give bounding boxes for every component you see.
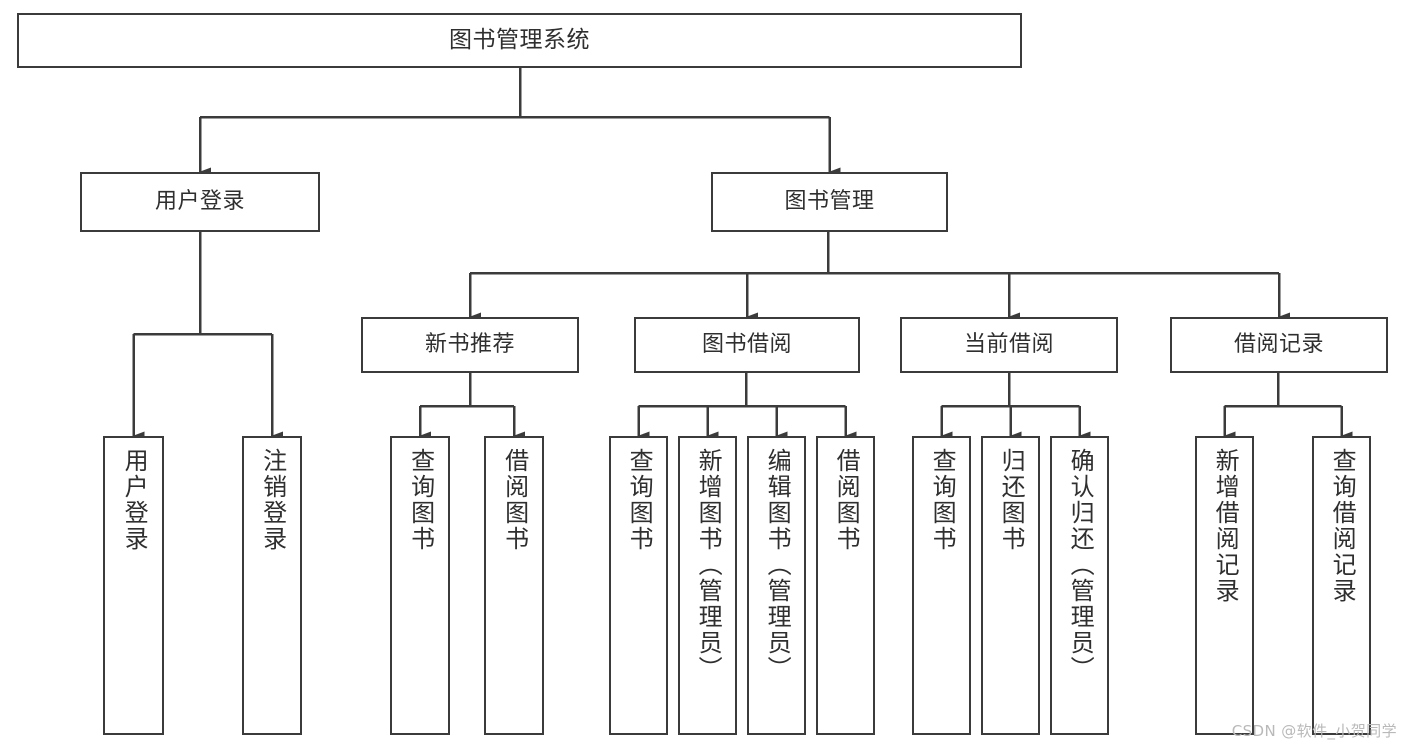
node-leaf-10: 确认归还（管理员） [1050, 436, 1109, 735]
node-leaf-4: 查询图书 [609, 436, 668, 735]
node-leaf-7: 借阅图书 [816, 436, 875, 735]
node-leaf-5: 新增图书（管理员） [678, 436, 737, 735]
node-leaf-4-label: 查询图书 [625, 448, 654, 552]
node-l2-0-label: 用户登录 [154, 189, 245, 215]
node-l3-2-label: 当前借阅 [963, 332, 1054, 358]
node-leaf-2: 查询图书 [390, 436, 450, 735]
node-root-label: 图书管理系统 [449, 26, 590, 53]
node-root: 图书管理系统 [17, 13, 1022, 68]
node-l3-3-label: 借阅记录 [1233, 332, 1324, 358]
node-leaf-11-label: 新增借阅记录 [1211, 448, 1240, 604]
node-leaf-6-label: 编辑图书（管理员） [763, 448, 792, 682]
node-l3-0-label: 新书推荐 [424, 332, 515, 358]
node-leaf-1: 注销登录 [242, 436, 302, 735]
node-leaf-3: 借阅图书 [484, 436, 544, 735]
node-leaf-8: 查询图书 [912, 436, 971, 735]
node-l3-0: 新书推荐 [361, 317, 579, 373]
node-l2-0: 用户登录 [80, 172, 320, 232]
node-l3-1-label: 图书借阅 [701, 332, 792, 358]
node-leaf-12: 查询借阅记录 [1312, 436, 1371, 735]
node-l2-1-label: 图书管理 [784, 189, 875, 215]
node-leaf-8-label: 查询图书 [928, 448, 957, 552]
node-leaf-7-label: 借阅图书 [832, 448, 861, 552]
node-l3-3: 借阅记录 [1170, 317, 1388, 373]
node-leaf-3-label: 借阅图书 [500, 448, 529, 552]
node-leaf-11: 新增借阅记录 [1195, 436, 1254, 735]
node-leaf-1-label: 注销登录 [258, 448, 287, 552]
node-l3-1: 图书借阅 [634, 317, 860, 373]
node-leaf-0-label: 用户登录 [120, 448, 149, 552]
node-leaf-0: 用户登录 [103, 436, 164, 735]
node-leaf-12-label: 查询借阅记录 [1328, 448, 1357, 604]
node-leaf-9-label: 归还图书 [997, 448, 1026, 552]
node-l3-2: 当前借阅 [900, 317, 1118, 373]
node-leaf-2-label: 查询图书 [406, 448, 435, 552]
node-leaf-6: 编辑图书（管理员） [747, 436, 806, 735]
node-leaf-10-label: 确认归还（管理员） [1066, 448, 1095, 682]
node-leaf-9: 归还图书 [981, 436, 1040, 735]
node-l2-1: 图书管理 [711, 172, 948, 232]
node-leaf-5-label: 新增图书（管理员） [694, 448, 723, 682]
